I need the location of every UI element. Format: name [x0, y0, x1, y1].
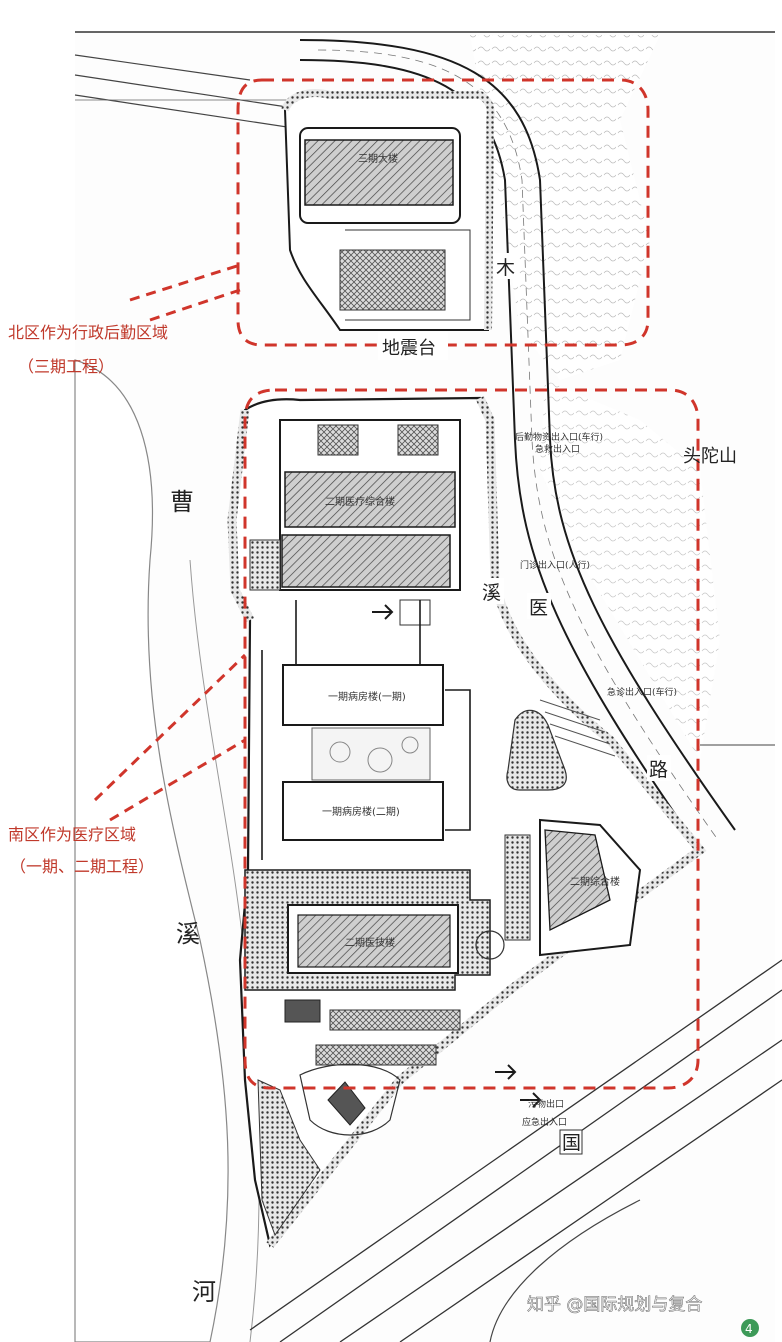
- river-area: [74, 359, 229, 1342]
- parking-row-a: [329, 1009, 461, 1031]
- phase3-building: [304, 139, 454, 206]
- page-badge-number: 4: [745, 1322, 753, 1336]
- garden-feature-a: [329, 741, 351, 763]
- parking-row-b: [315, 1044, 437, 1066]
- south-leader-line-a: [93, 653, 247, 802]
- phase1-east-corridor: [445, 689, 471, 831]
- river-char-cao: 曹: [170, 488, 194, 516]
- toutuoshan-label: 头陀山: [683, 446, 737, 467]
- road-char-0: 木: [496, 257, 515, 279]
- main-road-east-edge: [299, 39, 736, 831]
- entrance-arrow-c: [520, 1092, 542, 1108]
- main-road-west-edge: [299, 59, 701, 851]
- annotation-waste-exit: 污物出口: [528, 1098, 564, 1110]
- south-loop-road: [299, 1063, 401, 1136]
- phase2-courtyard-b: [397, 424, 439, 456]
- phase2-complex-label: 二期综合楼: [570, 875, 620, 888]
- annotation-outpatient-gate: 门诊出入口(人行): [520, 559, 590, 571]
- page-badge: [741, 1319, 759, 1337]
- garden-feature-b: [367, 747, 393, 773]
- north-zone-label-line2: （三期工程）: [18, 357, 114, 376]
- road-char-1: 溪: [482, 582, 501, 604]
- river-char-he: 河: [192, 1278, 216, 1306]
- dizhentai-label-bg: [378, 332, 448, 360]
- roundabout: [475, 930, 505, 960]
- annotation-er-vehicle-gate: 急诊出入口(车行): [607, 686, 677, 698]
- main-road-centerline: [317, 49, 719, 841]
- mountain-terrain-lower: [540, 380, 720, 760]
- road-char-bg-1: [480, 578, 504, 604]
- north-zone-boundary: [236, 78, 650, 347]
- service-building-label: 二期医技楼: [345, 936, 395, 949]
- phase2-medical-wing: [281, 534, 451, 588]
- road-char-bg-2: [527, 593, 551, 619]
- river-char-xi: 溪: [176, 920, 200, 948]
- north-internal-road: [345, 229, 471, 321]
- phase2-entrance-canopy: [399, 599, 431, 626]
- triangular-green-island: [506, 709, 567, 791]
- phase2-medical-label: 二期医疗综合楼: [325, 495, 395, 508]
- mountain-terrain: [470, 35, 660, 380]
- service-building: [297, 914, 451, 968]
- small-building-a: [284, 999, 321, 1023]
- phase1-ward-building-a: [282, 664, 444, 726]
- south-west-greenbelt: [227, 409, 255, 623]
- phase3-building-label: 三期大楼: [358, 152, 398, 165]
- phase2-west-plaza: [249, 539, 281, 591]
- annotation-emergency-gate: 急救出入口: [535, 443, 580, 455]
- road-char-3: 路: [649, 759, 668, 781]
- north-zone-label-line1: 北区作为行政后勤区域: [8, 323, 168, 342]
- south-curve-road: [489, 1199, 641, 1342]
- guo-label: 国: [562, 1132, 581, 1154]
- south-zone-label-line1: 南区作为医疗区域: [8, 825, 136, 844]
- road-char-bg-0: [494, 253, 518, 279]
- phase2-complex-building: [544, 829, 611, 932]
- annotation-logistics-gate: 后勤物资出入口(车行): [515, 431, 603, 443]
- phase2-medical-building: [284, 471, 456, 528]
- entrance-arrow-b: [495, 1064, 517, 1080]
- phase2-complex-plaza: [504, 834, 531, 941]
- entrance-arrow-a: [372, 604, 394, 620]
- road-char-bg-3: [647, 755, 671, 781]
- phase1-ward-building-b: [282, 781, 444, 841]
- phase1-corridors: [261, 600, 421, 860]
- south-zone-boundary: [243, 388, 700, 1090]
- south-zone-label-line2: （一期、二期工程）: [10, 857, 154, 876]
- north-parking-area: [339, 249, 446, 311]
- south-tip-greenbelt: [257, 1079, 321, 1237]
- north-site-greenbelt: [281, 89, 495, 331]
- small-building-b: [327, 1081, 366, 1126]
- phase2-courtyard-a: [317, 424, 359, 456]
- annotation-emergency-access: 应急出入口: [522, 1116, 567, 1128]
- road-char-2: 医: [529, 597, 548, 619]
- north-leader-line-a: [129, 263, 241, 302]
- watermark: 知乎 @国际规划与复合: [527, 1295, 702, 1315]
- phase1-ward-b-label: 一期病房楼(二期): [322, 805, 400, 818]
- south-highway-lines: [249, 959, 782, 1342]
- dizhentai-label: 地震台: [382, 338, 436, 359]
- guo-box: [559, 1129, 583, 1155]
- phase1-ward-a-label: 一期病房楼(一期): [328, 690, 406, 703]
- parking-stripes-east: [539, 699, 616, 757]
- south-leader-line-b: [109, 738, 246, 822]
- garden-feature-c: [401, 736, 419, 754]
